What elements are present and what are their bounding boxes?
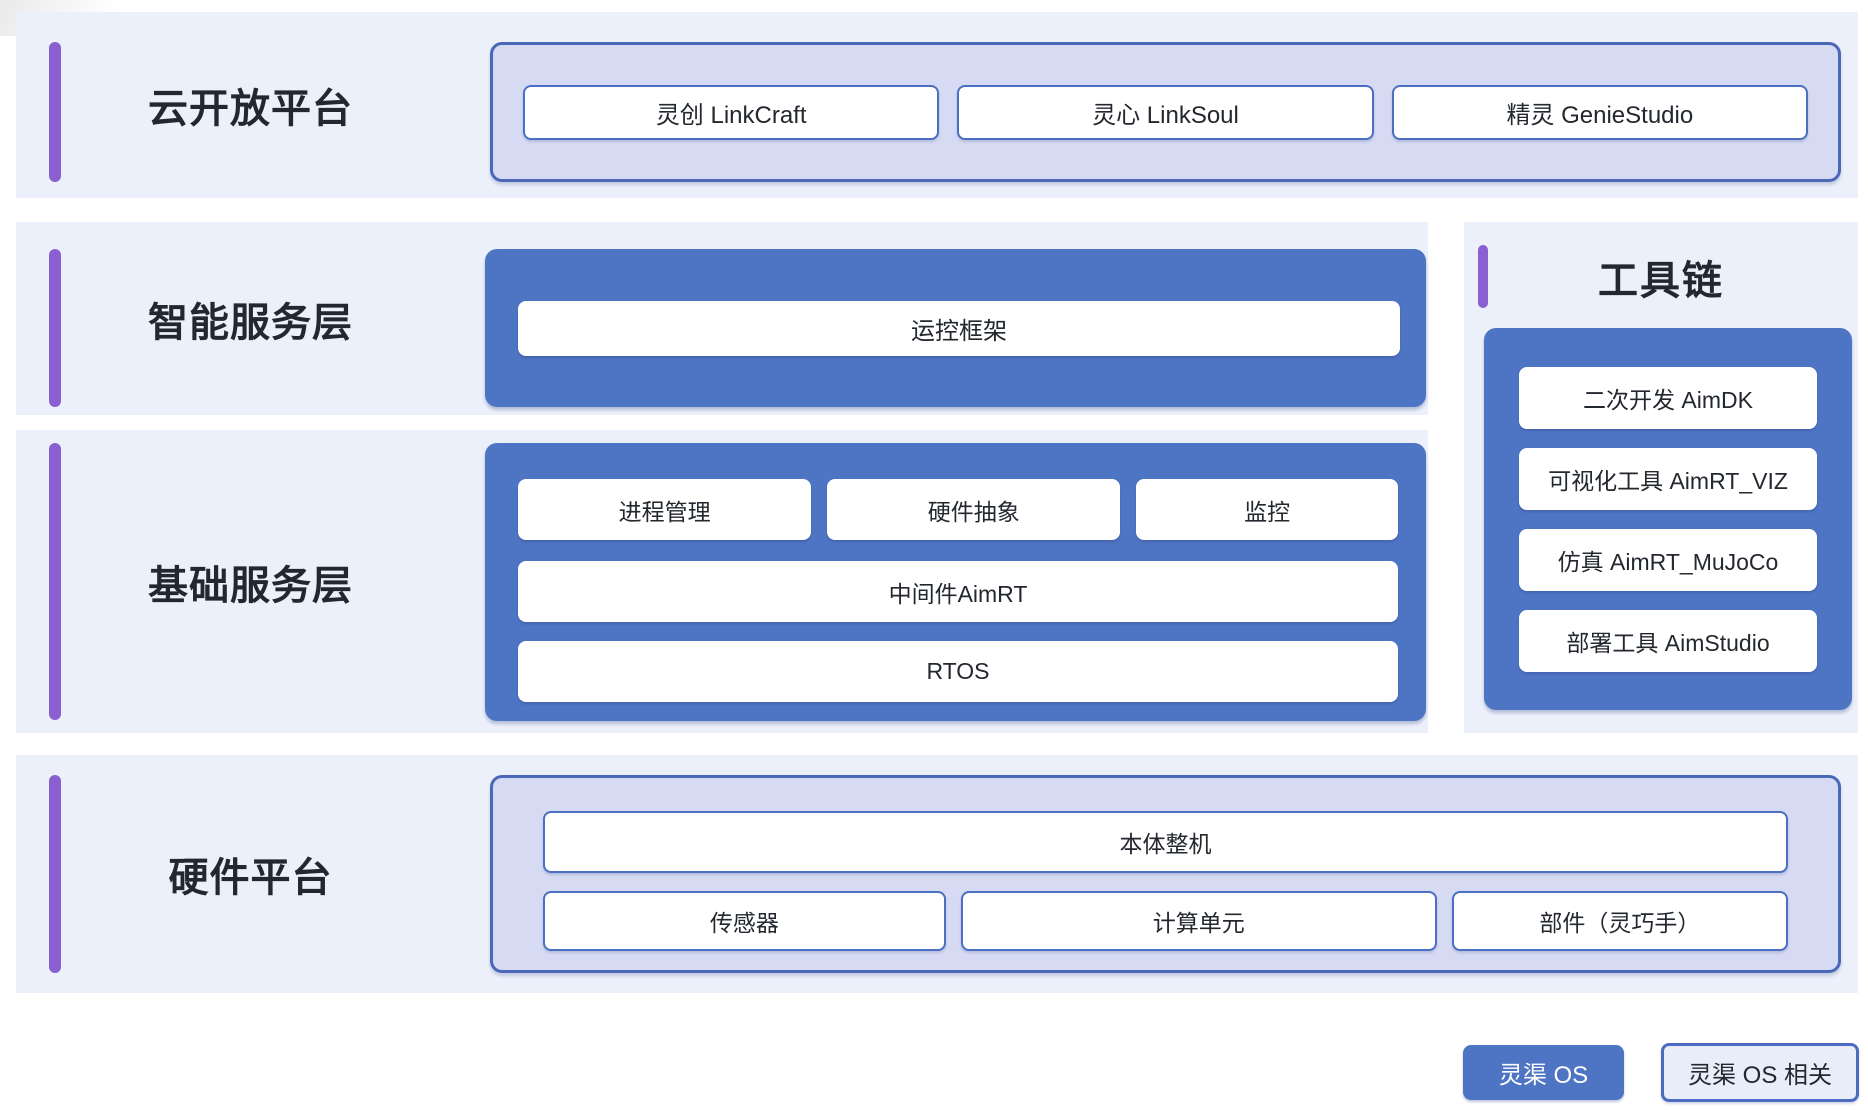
legend-lingqu-os-related-chip: 灵渠 OS 相关: [1661, 1043, 1859, 1102]
toolchain-item-aimdk: 二次开发 AimDK: [1519, 366, 1817, 429]
cloud-panel: 灵创 LinkCraft 灵心 LinkSoul 精灵 GenieStudio: [490, 42, 1841, 182]
section-title-hardware: 硬件平台: [168, 856, 333, 900]
section-hardware-platform: 硬件平台 本体整机 传感器 计算单元 部件（灵巧手）: [16, 755, 1858, 993]
rtos-box: RTOS: [518, 641, 1398, 702]
purple-accent-bar: [49, 443, 61, 720]
sensor-box: 传感器: [543, 891, 946, 951]
section-title-cloud: 云开放平台: [148, 87, 353, 131]
robot-body-box: 本体整机: [543, 811, 1788, 873]
cloud-item-geniestudio: 精灵 GenieStudio: [1391, 84, 1808, 140]
section-title-toolchain: 工具链: [1598, 258, 1724, 303]
compute-unit-box: 计算单元: [960, 891, 1437, 951]
cloud-item-linkcraft: 灵创 LinkCraft: [523, 84, 940, 140]
toolchain-item-aimstudio: 部署工具 AimStudio: [1519, 609, 1817, 672]
section-title-intelligent: 智能服务层: [148, 300, 353, 345]
toolchain-item-aimrt-mujoco: 仿真 AimRT_MuJoCo: [1519, 528, 1817, 591]
cloud-item-linksoul: 灵心 LinkSoul: [957, 84, 1374, 140]
section-toolchain: 工具链 二次开发 AimDK 可视化工具 AimRT_VIZ 仿真 AimRT_…: [1464, 222, 1858, 733]
parts-dexterous-hand-box: 部件（灵巧手）: [1451, 891, 1788, 951]
toolchain-item-aimrt-viz: 可视化工具 AimRT_VIZ: [1519, 447, 1817, 510]
basic-top-row: 进程管理 硬件抽象 监控: [518, 479, 1399, 540]
section-intelligent-service: 智能服务层 运控框架: [16, 222, 1428, 415]
hardware-abstraction-box: 硬件抽象: [827, 479, 1121, 540]
toolchain-panel: 二次开发 AimDK 可视化工具 AimRT_VIZ 仿真 AimRT_MuJo…: [1484, 328, 1852, 710]
purple-accent-bar: [49, 249, 61, 407]
hardware-bottom-row: 传感器 计算单元 部件（灵巧手）: [543, 891, 1788, 951]
motion-control-framework-box: 运控框架: [518, 300, 1400, 356]
hardware-panel: 本体整机 传感器 计算单元 部件（灵巧手）: [490, 775, 1841, 973]
section-basic-service: 基础服务层 进程管理 硬件抽象 监控 中间件AimRT RTOS: [16, 430, 1428, 733]
intelligent-panel: 运控框架: [485, 249, 1426, 407]
process-management-box: 进程管理: [518, 479, 812, 540]
basic-service-panel: 进程管理 硬件抽象 监控 中间件AimRT RTOS: [485, 443, 1426, 721]
monitoring-box: 监控: [1136, 479, 1399, 540]
legend-lingqu-os-chip: 灵渠 OS: [1463, 1045, 1624, 1100]
section-cloud-platform: 云开放平台 灵创 LinkCraft 灵心 LinkSoul 精灵 GenieS…: [16, 12, 1858, 198]
purple-accent-bar: [1478, 245, 1488, 308]
purple-accent-bar: [49, 775, 61, 973]
section-title-basic: 基础服务层: [148, 563, 353, 608]
middleware-aimrt-box: 中间件AimRT: [518, 561, 1398, 622]
purple-accent-bar: [49, 42, 61, 182]
